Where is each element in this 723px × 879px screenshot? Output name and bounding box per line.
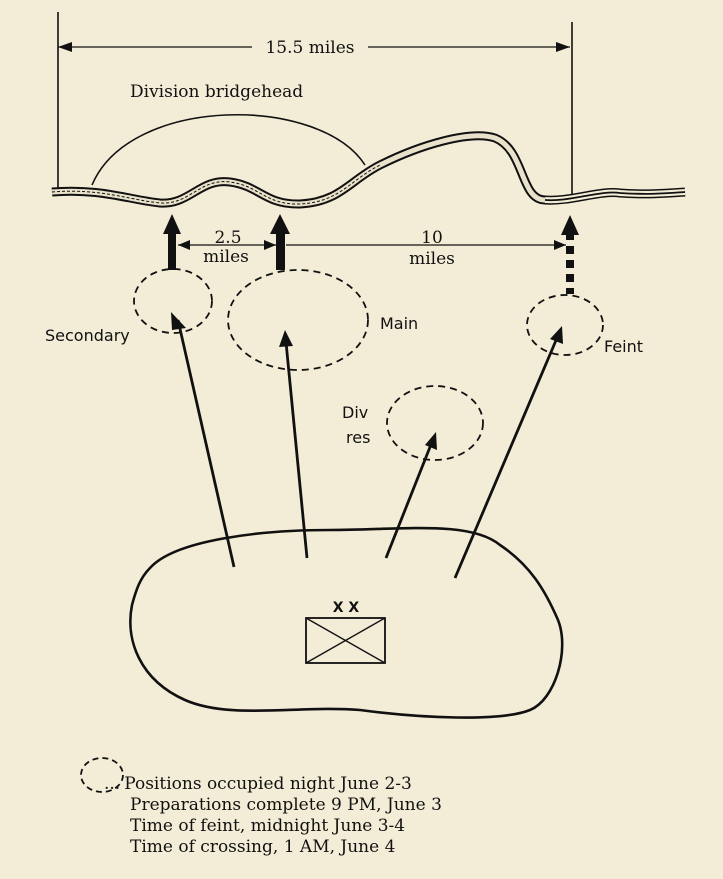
gap-right-value: 10	[421, 228, 443, 248]
crossing-arrows	[163, 214, 579, 294]
gap-left-value: 2.5	[214, 228, 241, 248]
legend-line-2: Preparations complete 9 PM, June 3	[130, 795, 442, 815]
position-div-res: Div res	[342, 385, 484, 461]
position-secondary: Secondary	[45, 268, 213, 345]
river	[51, 131, 686, 209]
feint-label: Feint	[604, 337, 643, 356]
movement-arrows	[171, 312, 563, 579]
legend-dots: ...	[104, 774, 121, 794]
top-dimension-label: 15.5 miles	[265, 38, 354, 58]
legend-line-1-text: Positions occupied night June 2-3	[124, 774, 412, 794]
secondary-crossing-arrow	[163, 214, 181, 270]
top-dimension: 15.5 miles	[57, 12, 573, 200]
legend: ...Positions occupied night June 2-3 Pre…	[78, 752, 598, 872]
gap-right-unit: miles	[409, 249, 455, 269]
hq-echelon-label: X X	[333, 600, 360, 616]
legend-dashed-circle-icon	[80, 757, 124, 793]
legend-line-1: ...Positions occupied night June 2-3	[104, 774, 442, 795]
res-label: res	[346, 428, 370, 447]
division-hq-symbol: X X	[305, 600, 386, 664]
assembly-area	[129, 526, 564, 719]
feint-crossing-arrow	[561, 215, 579, 294]
position-feint: Feint	[526, 294, 643, 356]
gap-dimensions: 2.5 miles 10 miles	[178, 228, 566, 269]
main-crossing-arrow	[270, 214, 290, 270]
bridgehead-label: Division bridgehead	[130, 82, 303, 102]
gap-left-unit: miles	[203, 247, 249, 267]
legend-line-4: Time of crossing, 1 AM, June 4	[130, 837, 396, 857]
div-label: Div	[342, 403, 368, 422]
legend-text: ...Positions occupied night June 2-3 Pre…	[104, 774, 442, 858]
secondary-label: Secondary	[45, 326, 130, 345]
bridgehead: Division bridgehead	[91, 82, 366, 186]
legend-line-3: Time of feint, midnight June 3-4	[130, 816, 406, 836]
position-main: Main	[227, 269, 418, 371]
main-label: Main	[380, 314, 418, 333]
